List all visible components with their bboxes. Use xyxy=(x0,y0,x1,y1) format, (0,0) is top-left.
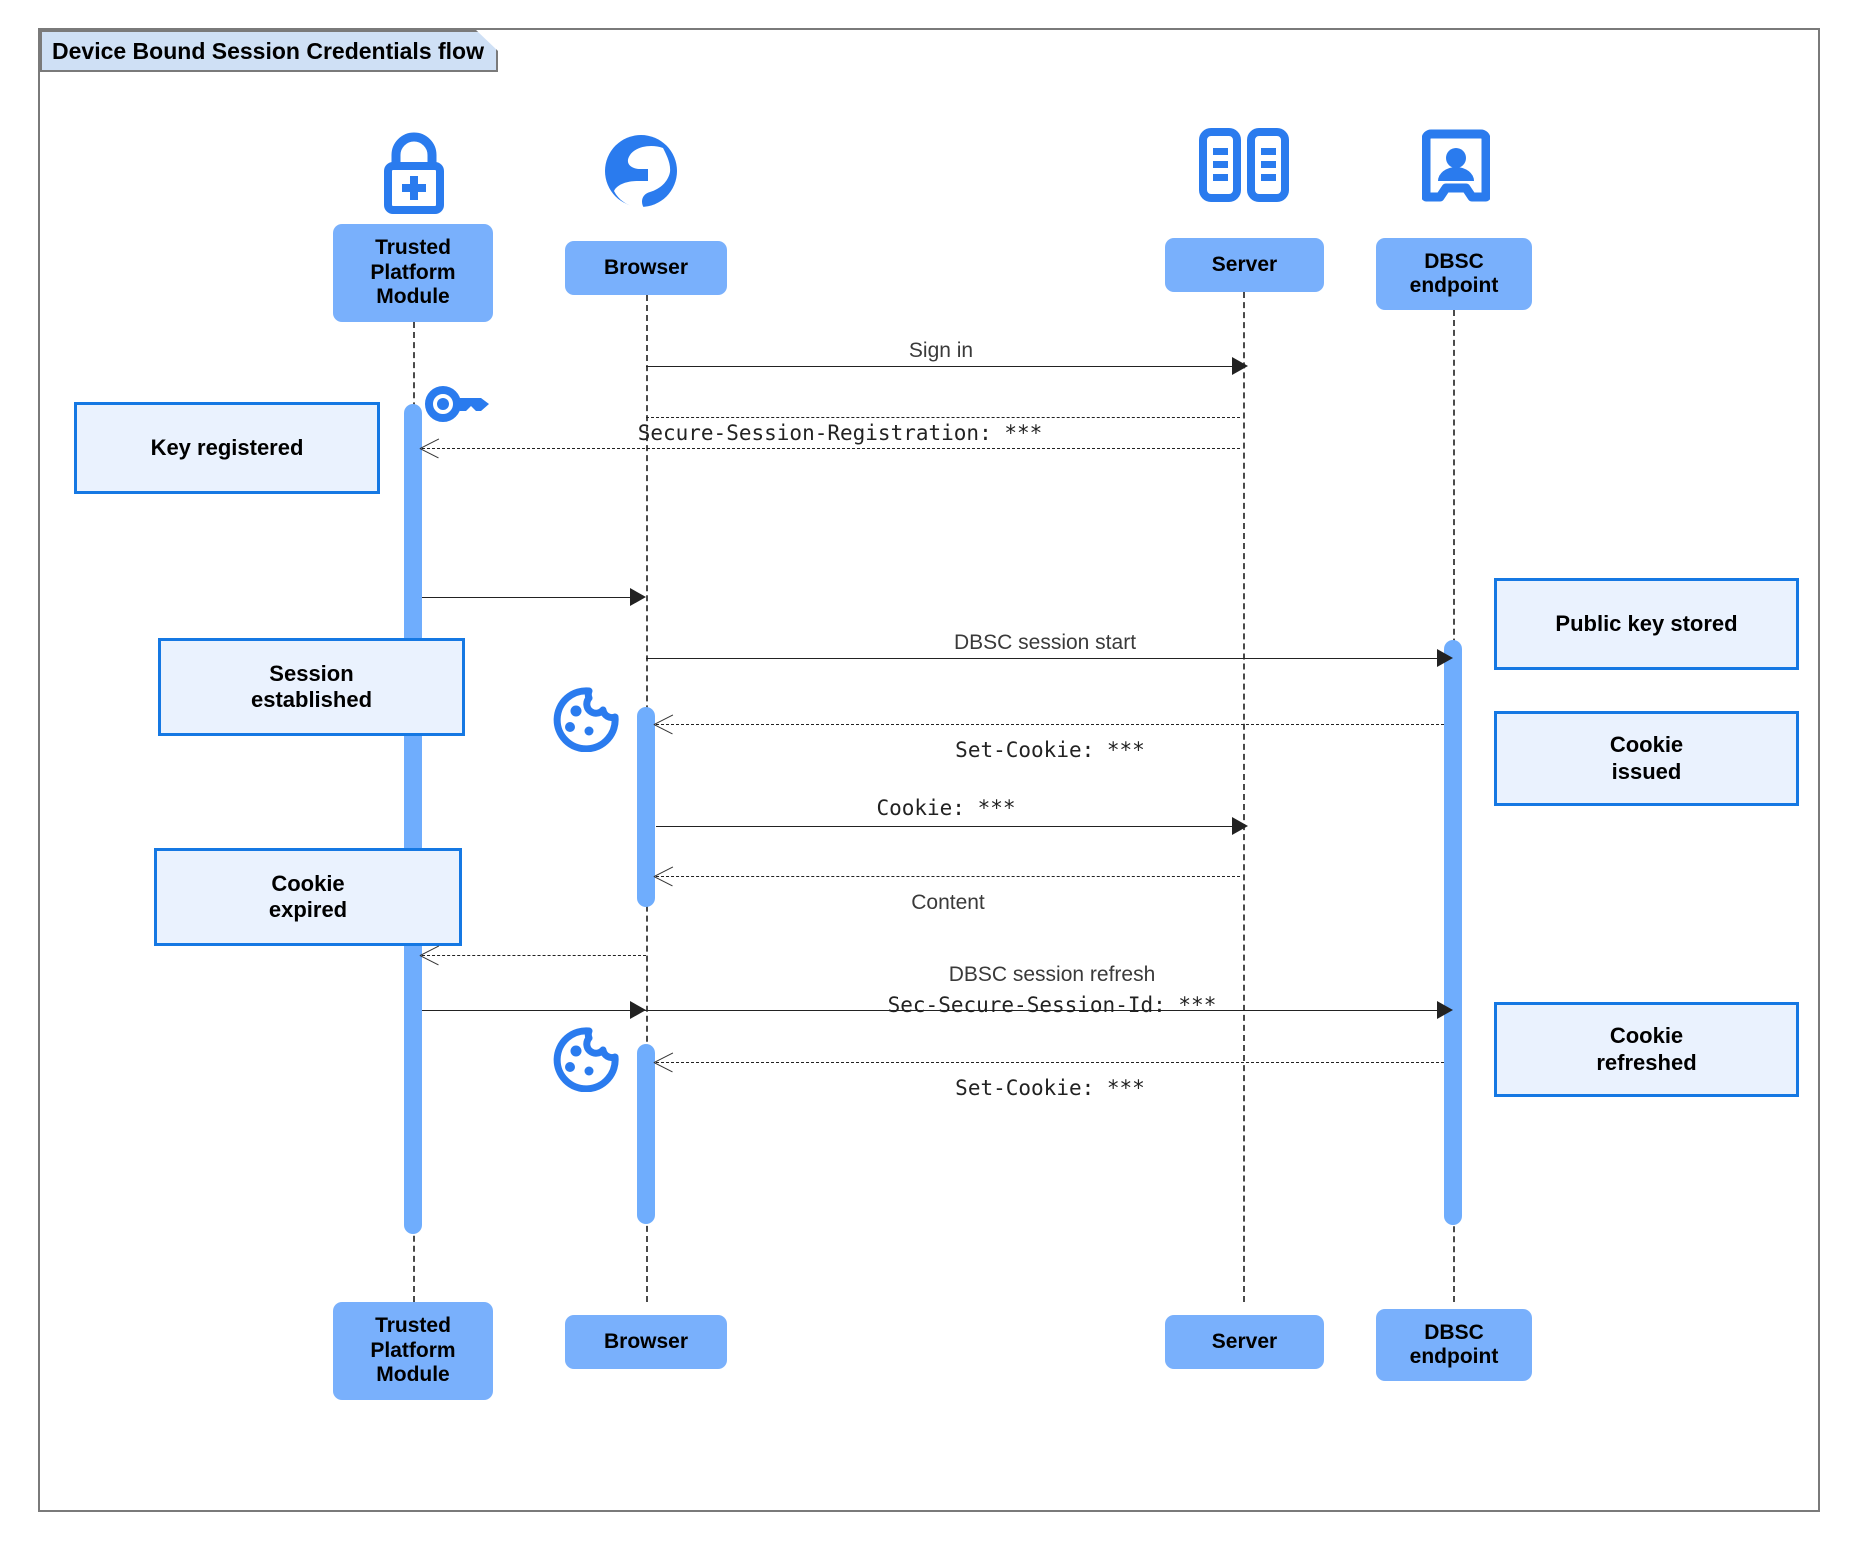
message-label-dbsc-session-start: DBSC session start xyxy=(953,631,1137,654)
arrowhead-sign-in xyxy=(1232,357,1248,375)
message-line-set-cookie-1 xyxy=(656,724,1444,725)
activation-bar-browser-2 xyxy=(637,1044,655,1224)
arrowhead-set-cookie-1 xyxy=(654,715,672,733)
arrowhead-browser-to-tpm xyxy=(420,946,438,964)
arrowhead-cookie xyxy=(1232,817,1248,835)
participant-server-bottom[interactable]: Server xyxy=(1165,1315,1324,1369)
lifeline-server xyxy=(1243,282,1245,1302)
message-label-set-cookie-2: Set-Cookie: *** xyxy=(955,1076,1145,1100)
id-badge-icon xyxy=(1421,128,1491,208)
message-label-secure-session-registration: Secure-Session-Registration: *** xyxy=(637,421,1043,445)
participant-browser-bottom[interactable]: Browser xyxy=(565,1315,727,1369)
participant-server-top[interactable]: Server xyxy=(1165,238,1324,292)
message-line-registration-to-browser xyxy=(646,417,1240,418)
arrowhead-dbsc-session-refresh xyxy=(1437,1001,1453,1019)
arrowhead-tpm-to-browser xyxy=(630,588,646,606)
arrowhead-content xyxy=(654,867,672,885)
message-label-set-cookie-1: Set-Cookie: *** xyxy=(955,738,1145,762)
participant-dbsc-bottom[interactable]: DBSC endpoint xyxy=(1376,1309,1532,1381)
message-line-dbsc-session-start xyxy=(646,658,1444,659)
padlock-plus-icon xyxy=(371,128,457,214)
key-icon xyxy=(424,383,494,431)
message-line-cookie xyxy=(656,826,1236,827)
arrowhead-refresh-to-browser xyxy=(630,1001,646,1019)
message-line-sign-in xyxy=(646,366,1236,367)
note-cookie-issued: Cookie issued xyxy=(1494,711,1799,806)
arrowhead-secure-session-registration xyxy=(420,439,438,457)
note-cookie-expired: Cookie expired xyxy=(154,848,462,946)
activation-bar-tpm xyxy=(404,404,422,1234)
note-key-registered: Key registered xyxy=(74,402,380,494)
activation-bar-dbsc xyxy=(1444,640,1462,1225)
note-cookie-refreshed: Cookie refreshed xyxy=(1494,1002,1799,1097)
message-label-sec-secure-session-id: Sec-Secure-Session-Id: *** xyxy=(887,993,1217,1017)
participant-tpm-top[interactable]: Trusted Platform Module xyxy=(333,224,493,322)
message-line-tpm-to-browser xyxy=(422,597,634,598)
cookie-icon-2 xyxy=(549,1026,619,1093)
message-line-dbsc-session-refresh xyxy=(422,1010,1444,1011)
message-line-content xyxy=(656,876,1240,877)
message-line-browser-to-tpm xyxy=(422,955,646,956)
message-label-sign-in: Sign in xyxy=(908,339,974,362)
message-label-content: Content xyxy=(911,891,985,914)
arrowhead-dbsc-session-start xyxy=(1437,649,1453,667)
message-line-secure-session-registration xyxy=(422,448,1240,449)
participant-browser-top[interactable]: Browser xyxy=(565,241,727,295)
activation-bar-browser-1 xyxy=(637,707,655,907)
cookie-icon-1 xyxy=(549,686,619,753)
frame-label: Device Bound Session Credentials flow xyxy=(40,30,498,72)
participant-dbsc-top[interactable]: DBSC endpoint xyxy=(1376,238,1532,310)
note-public-key-stored: Public key stored xyxy=(1494,578,1799,670)
note-session-established: Session established xyxy=(158,638,465,736)
arrowhead-set-cookie-2 xyxy=(654,1053,672,1071)
message-line-set-cookie-2 xyxy=(656,1062,1444,1063)
globe-icon xyxy=(600,130,682,212)
message-label-cookie: Cookie: *** xyxy=(876,796,1016,820)
server-rack-icon xyxy=(1198,128,1290,202)
message-label-dbsc-session-refresh: DBSC session refresh xyxy=(948,963,1156,986)
participant-tpm-bottom[interactable]: Trusted Platform Module xyxy=(333,1302,493,1400)
